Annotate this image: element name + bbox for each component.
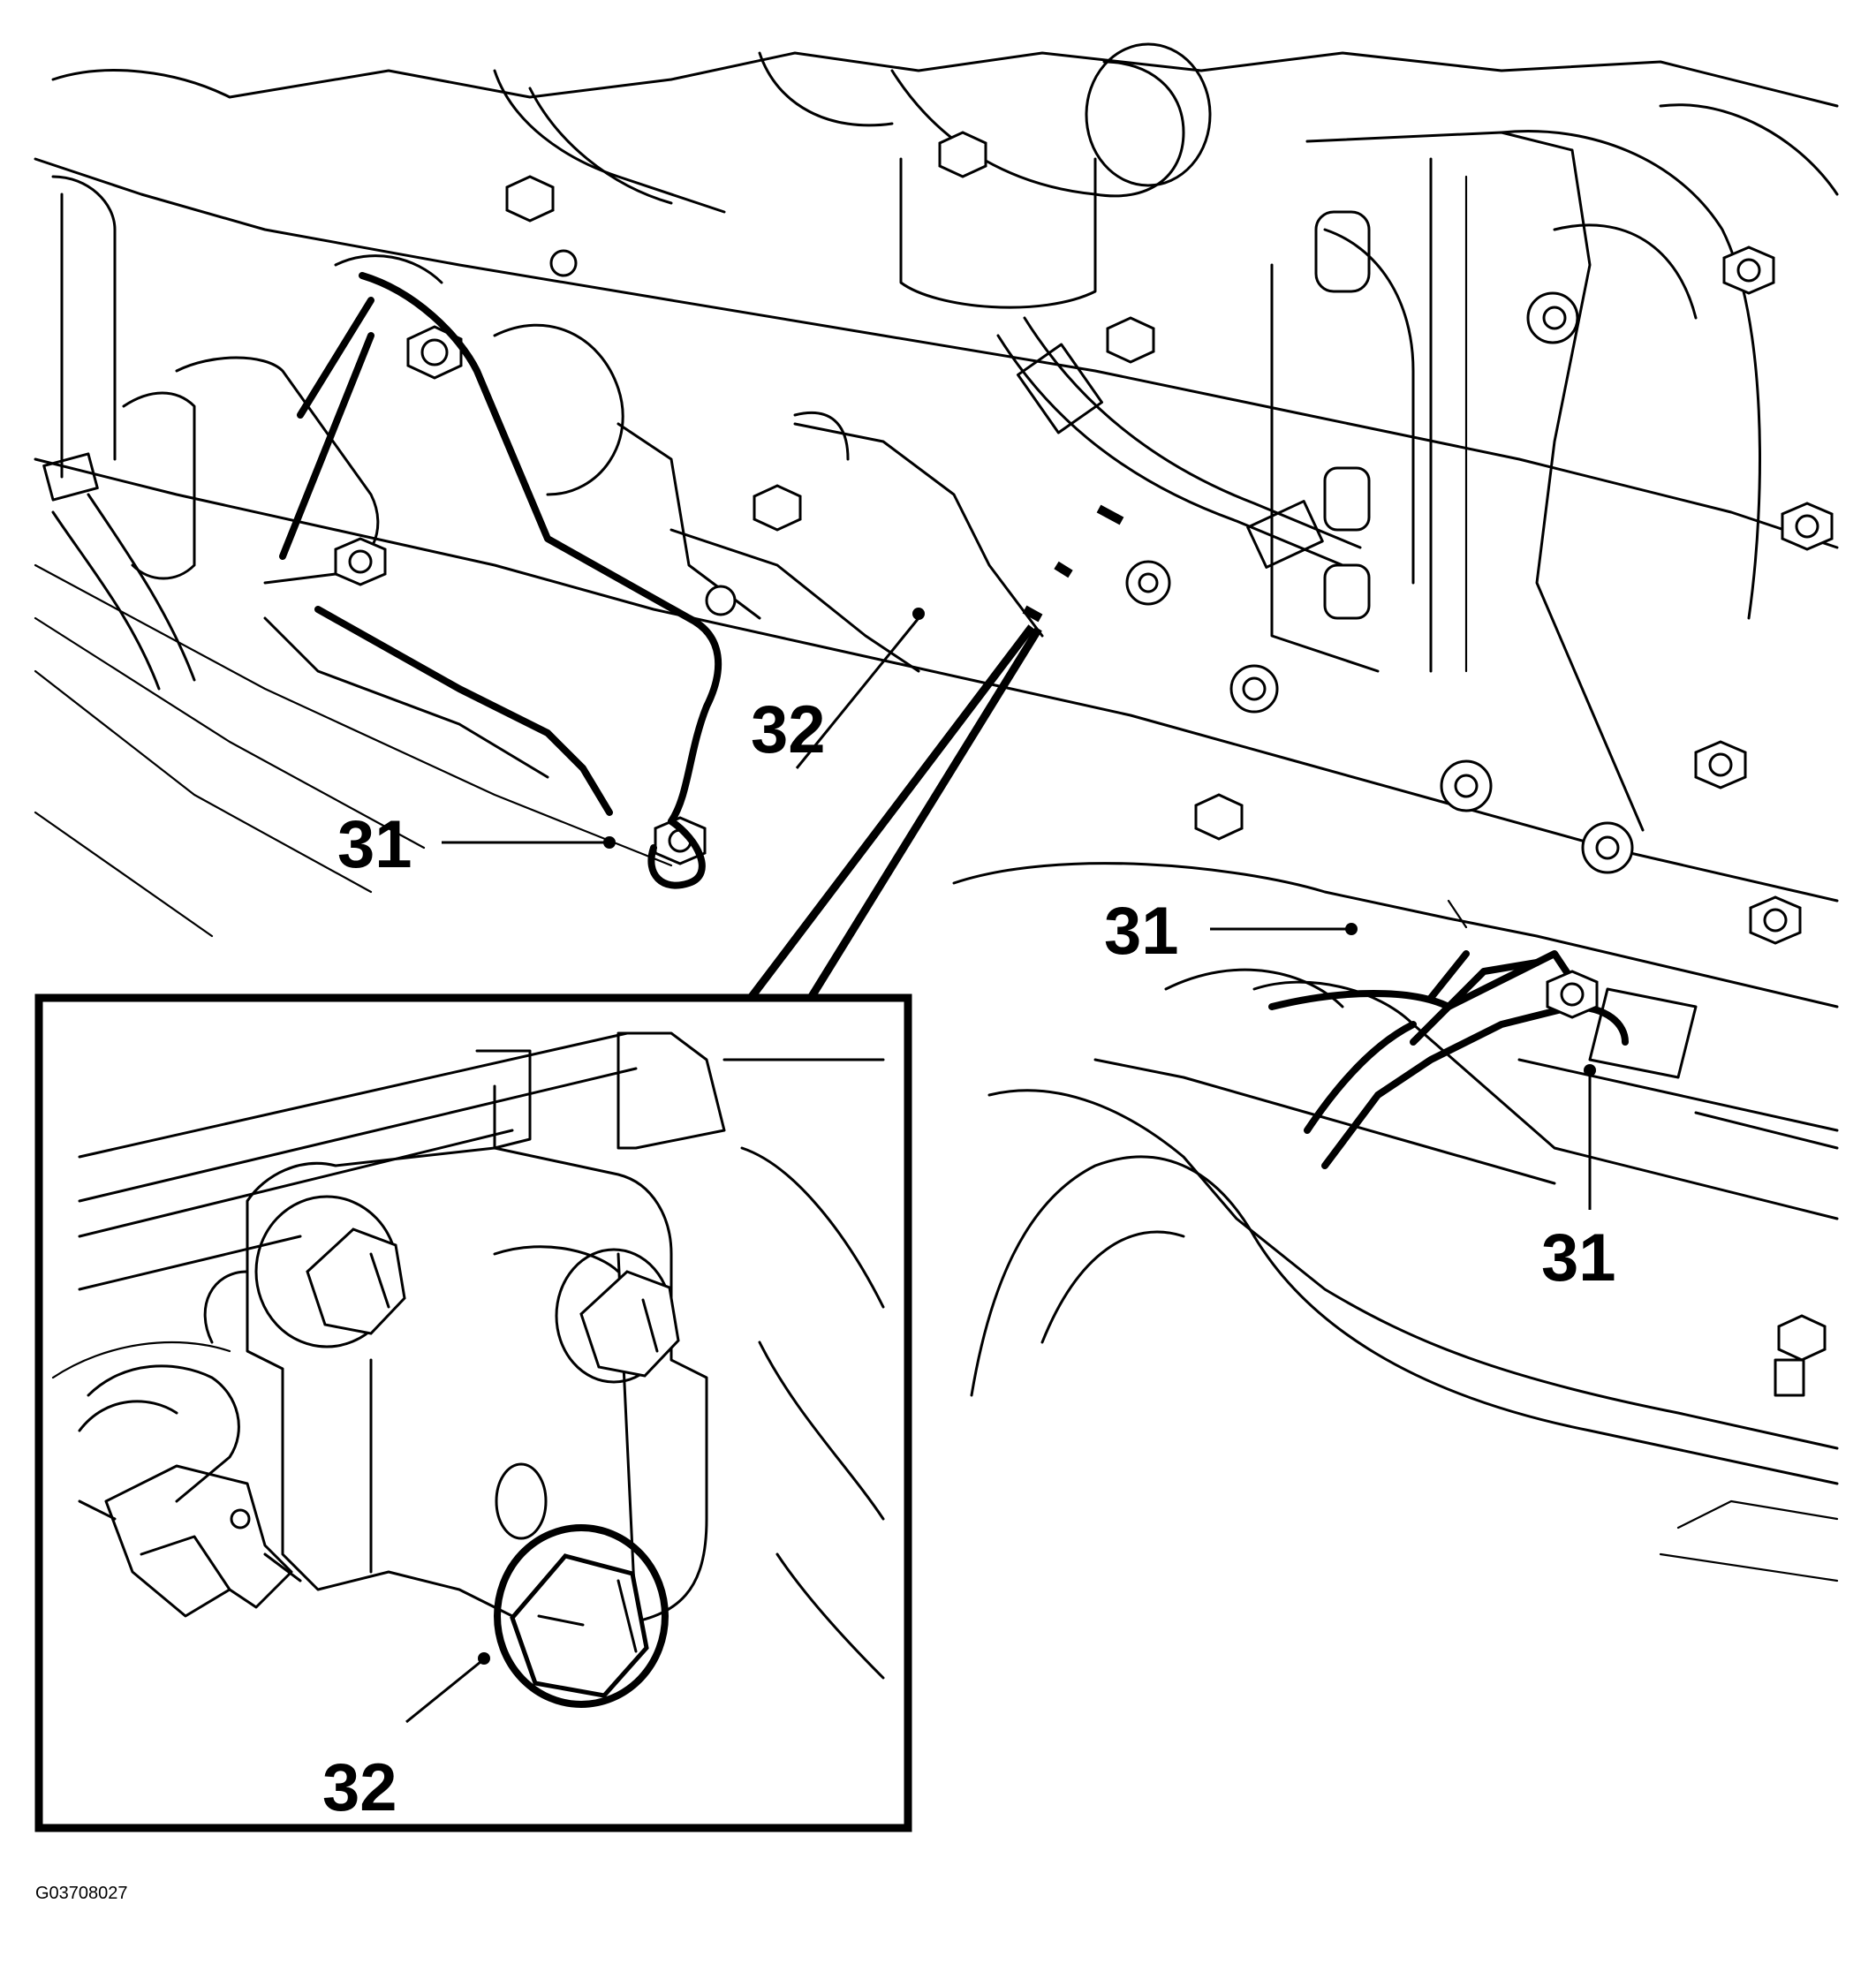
left-bracket-outline <box>279 272 722 889</box>
callout-31-right: 31 <box>1541 1220 1616 1295</box>
figure-id: G03708027 <box>35 1884 128 1903</box>
callout-32-inset: 32 <box>322 1750 397 1825</box>
callouts: 32 31 31 31 <box>337 608 1616 1295</box>
leader-dot <box>1584 1064 1596 1076</box>
callout-32-top: 32 <box>751 692 826 767</box>
callout-31-center: 31 <box>1104 894 1179 969</box>
leader-dot <box>603 836 616 849</box>
inset-frame <box>34 993 912 1832</box>
leader-dot <box>1345 923 1358 935</box>
engine-block-drawing <box>34 42 1839 1397</box>
subframe-drawing <box>952 862 1839 1582</box>
magnifier-pointer <box>747 504 1124 1001</box>
callout-31-left: 31 <box>337 807 412 882</box>
leader-32-inset <box>405 1660 481 1724</box>
leader-32-top <box>795 617 920 769</box>
leader-dot <box>912 608 925 620</box>
leader-dot <box>478 1652 490 1665</box>
inset-detail: 32 <box>34 993 912 1832</box>
